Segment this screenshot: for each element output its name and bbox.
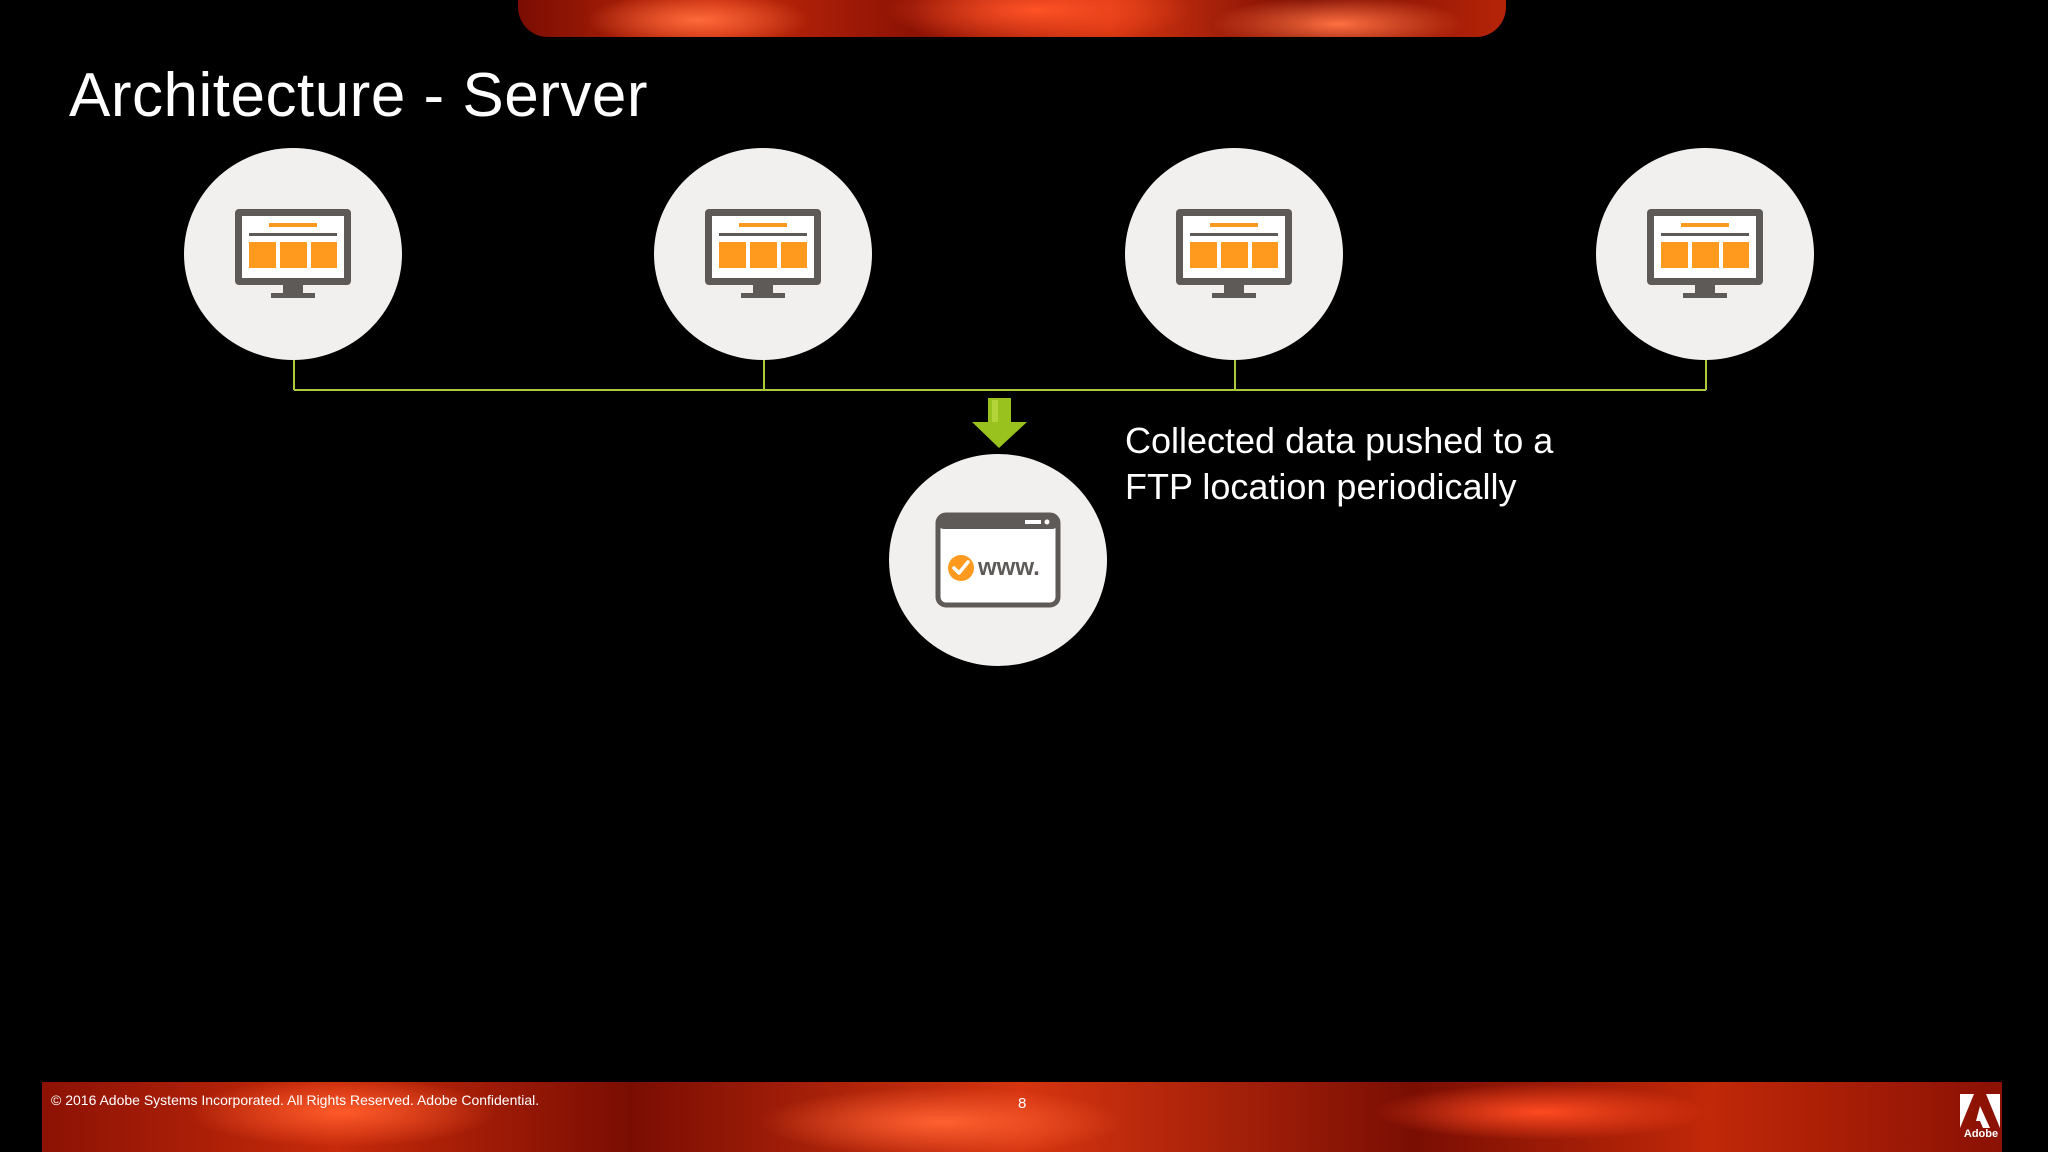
source-node-3 xyxy=(1125,148,1343,360)
ftp-target-node: www. xyxy=(889,454,1107,666)
bottom-decorative-band xyxy=(42,1082,2002,1152)
page-number: 8 xyxy=(1018,1095,1027,1112)
source-node-4 xyxy=(1596,148,1814,360)
top-decorative-band xyxy=(518,0,1506,37)
source-node-2 xyxy=(654,148,872,360)
adobe-logo-icon xyxy=(1960,1094,2000,1128)
caption: Collected data pushed to a FTP location … xyxy=(1125,418,1585,510)
source-node-1 xyxy=(184,148,402,360)
monitor-icon xyxy=(1176,209,1292,298)
page-title: Architecture - Server xyxy=(69,61,649,130)
adobe-logo-text: Adobe xyxy=(1963,1128,1999,1140)
caption-line-2: FTP location periodically xyxy=(1125,466,1517,507)
monitor-icon xyxy=(235,209,351,298)
monitor-icon xyxy=(705,209,821,298)
down-arrow-icon xyxy=(972,398,1027,448)
copyright-notice: © 2016 Adobe Systems Incorporated. All R… xyxy=(51,1092,540,1108)
monitor-icon xyxy=(1647,209,1763,298)
caption-line-1: Collected data pushed to a xyxy=(1125,420,1554,461)
browser-www-icon: www. xyxy=(935,512,1061,608)
www-label: www. xyxy=(977,554,1040,581)
